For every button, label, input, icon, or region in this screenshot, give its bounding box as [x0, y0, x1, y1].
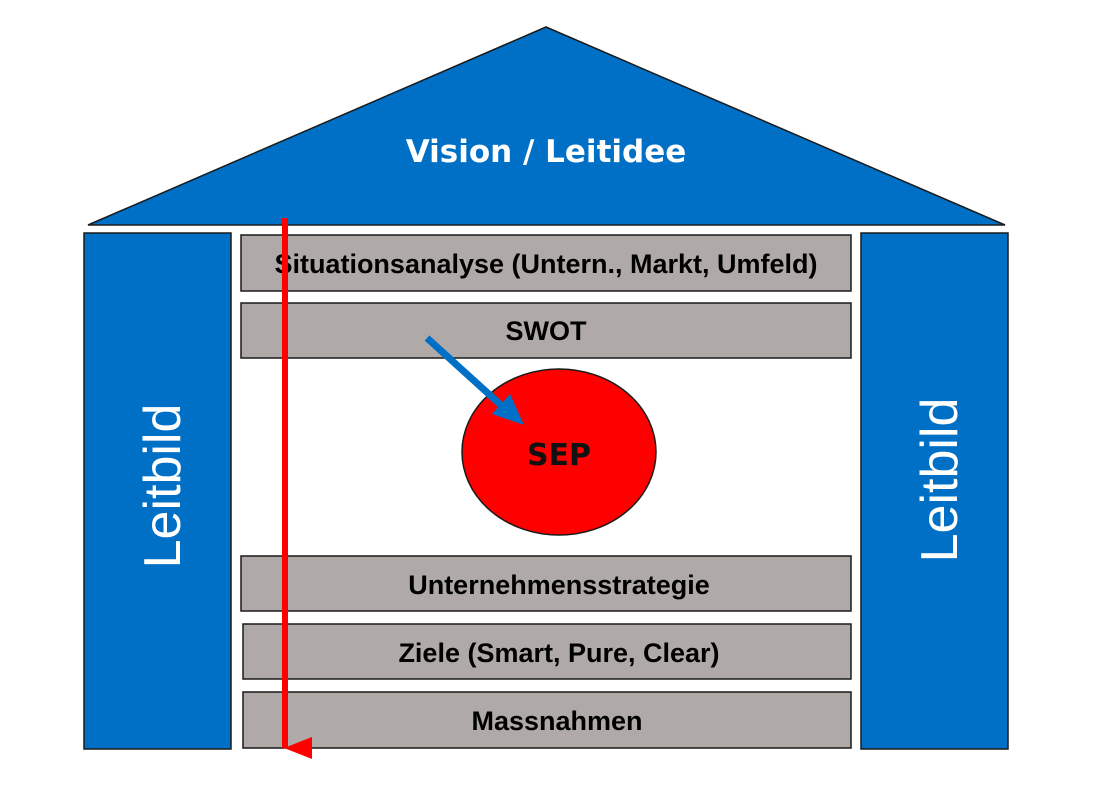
bar-massnahmen-shape	[242, 691, 852, 749]
bar-unternehmensstrategie-label: Unternehmensstrategie	[408, 570, 710, 600]
right-pillar-shape	[860, 232, 1009, 750]
roof-shape	[87, 26, 1006, 226]
blue-arrow	[424, 335, 524, 425]
bar-ziele-shape	[242, 623, 852, 680]
roof: Vision / Leitidee	[87, 26, 1006, 226]
bar-massnahmen-label: Massnahmen	[471, 706, 642, 736]
bar-massnahmen: Massnahmen	[242, 691, 852, 749]
right-pillar: Leitbild	[860, 232, 1009, 750]
roof-label: Vision / Leitidee	[406, 134, 687, 170]
bar-swot-shape	[240, 302, 852, 359]
left-pillar: Leitbild	[83, 232, 232, 750]
blue-arrow-head	[492, 394, 524, 425]
bar-situationsanalyse: Situationsanalyse (Untern., Markt, Umfel…	[240, 234, 852, 292]
right-pillar-label: Leitbild	[911, 398, 969, 563]
blue-arrow-shaft	[424, 335, 505, 409]
bar-swot-label: SWOT	[506, 316, 587, 346]
left-pillar-shape	[83, 232, 232, 750]
bar-situationsanalyse-label: Situationsanalyse (Untern., Markt, Umfel…	[274, 249, 817, 279]
bar-unternehmensstrategie: Unternehmensstrategie	[240, 555, 852, 612]
bar-ziele-label: Ziele (Smart, Pure, Clear)	[398, 638, 719, 668]
bar-ziele: Ziele (Smart, Pure, Clear)	[242, 623, 852, 680]
bar-situationsanalyse-shape	[240, 234, 852, 292]
bar-unternehmensstrategie-shape	[240, 555, 852, 612]
sep-label: SEP	[527, 438, 591, 473]
left-pillar-label: Leitbild	[134, 404, 192, 569]
bar-swot: SWOT	[240, 302, 852, 359]
